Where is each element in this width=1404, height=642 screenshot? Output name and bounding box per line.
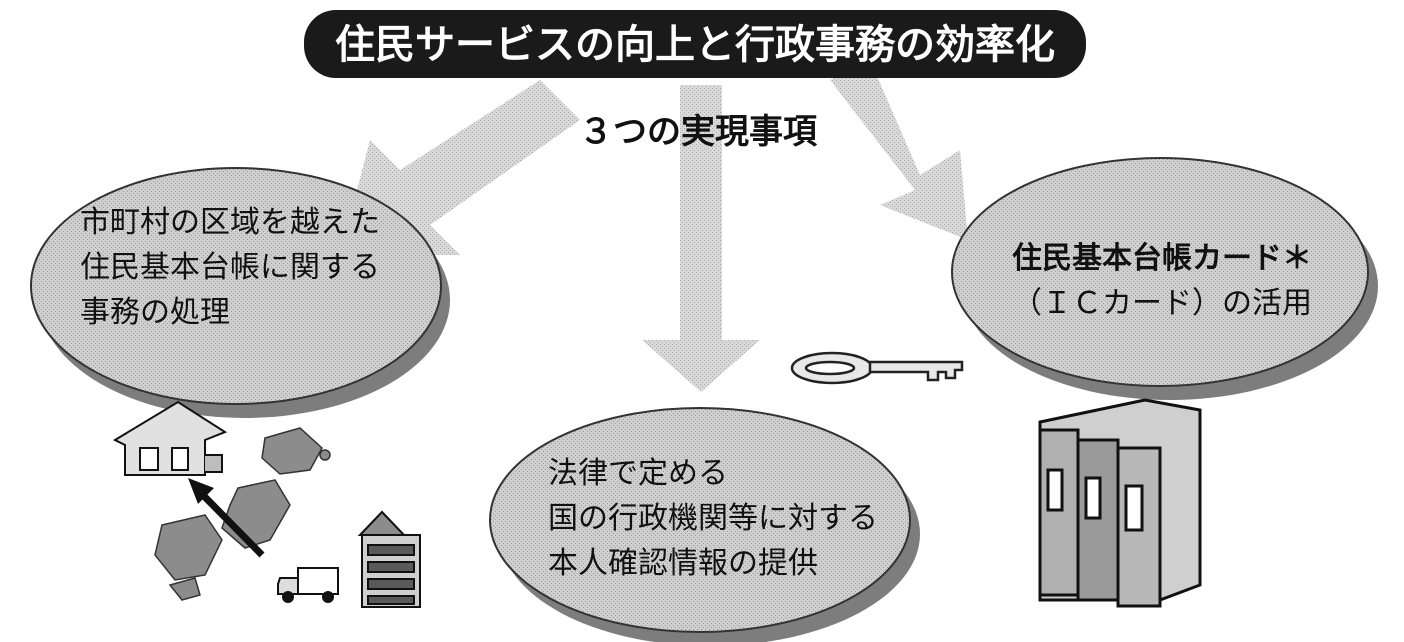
arrow-icon [188, 478, 265, 558]
key-icon [790, 351, 964, 385]
arrow-center [642, 85, 760, 392]
arrow-left [340, 80, 580, 255]
oval-1-line-2: 住民基本台帳に関する [80, 250, 380, 285]
title-banner: 住民サービスの向上と行政事務の効率化 [304, 10, 1086, 78]
oval-2-line-3: 本人確認情報の提供 [548, 546, 818, 581]
oval-2-line-1: 法律で定める [548, 456, 728, 491]
japan-map-icon [154, 427, 331, 601]
title: 住民サービスの向上と行政事務の効率化 [335, 22, 1055, 68]
oval-1-line-1: 市町村の区域を越えた [80, 205, 380, 240]
oval-3-line-1: 住民基本台帳カード＊ [1012, 241, 1312, 276]
oval-2-line-2: 国の行政機関等に対する [548, 501, 878, 536]
oval-item-3: 住民基本台帳カード＊ （ＩＣカード）の活用 [951, 157, 1378, 400]
house-icon [112, 400, 228, 476]
truck-icon [277, 567, 339, 603]
oval-item-2: 法律で定める 国の行政機関等に対する 本人確認情報の提供 [489, 407, 920, 642]
building-icon [357, 510, 421, 608]
subtitle: ３つの実現事項 [579, 112, 818, 152]
oval-3-line-2: （ＩＣカード）の活用 [1012, 286, 1312, 321]
binders-icon [1038, 398, 1202, 608]
oval-item-1: 市町村の区域を越えた 住民基本台帳に関する 事務の処理 [30, 167, 450, 418]
arrow-right [830, 60, 968, 240]
oval-1-line-3: 事務の処理 [80, 295, 230, 330]
